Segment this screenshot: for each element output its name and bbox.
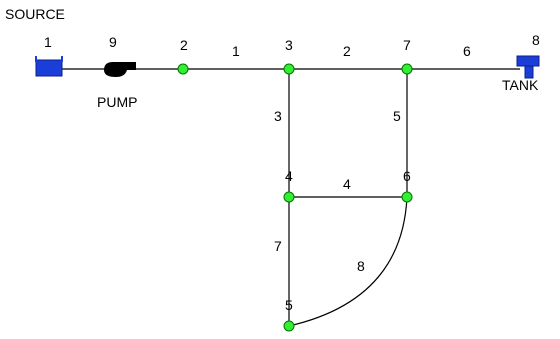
node-label-8: 8 [532,32,540,48]
junction-node-6[interactable] [401,191,413,203]
link-label-7: 7 [274,238,282,254]
pipe-8[interactable] [288,196,408,327]
link-label-3: 3 [274,108,282,124]
reservoir-icon[interactable] [35,56,63,77]
junction-node-7[interactable] [401,63,413,75]
link-label-4: 4 [343,176,351,192]
node-label-9: 9 [109,34,117,50]
link-label-8: 8 [357,258,365,274]
node-label-1: 1 [44,34,52,50]
junction-node-5[interactable] [283,320,295,332]
junction-node-3[interactable] [283,63,295,75]
link-label-1: 1 [232,43,240,59]
node-label-4: 4 [285,168,293,184]
node-label-3: 3 [285,37,293,53]
node-label-6: 6 [403,168,411,184]
link-label-2: 2 [343,43,351,59]
source-label: SOURCE [5,6,65,22]
link-label-5: 5 [393,108,401,124]
node-label-2: 2 [180,37,188,53]
pump-label: PUMP [97,94,137,110]
link-label-6: 6 [463,43,471,59]
tank-icon[interactable] [516,55,540,79]
junction-node-2[interactable] [177,63,189,75]
node-label-5: 5 [285,297,293,313]
pump-icon[interactable] [104,62,136,77]
node-label-7: 7 [403,37,411,53]
tank-label: TANK [502,77,539,93]
junction-node-4[interactable] [283,191,295,203]
